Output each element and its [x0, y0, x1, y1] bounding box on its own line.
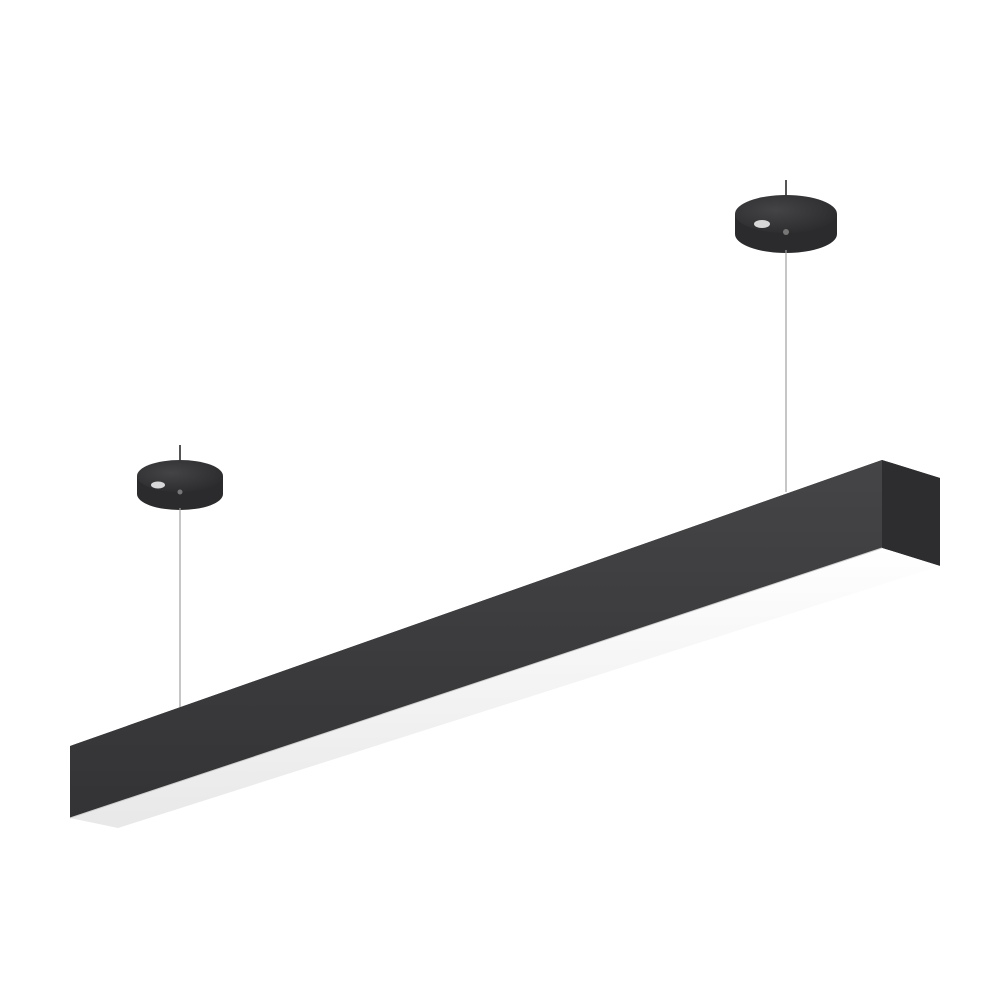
housing-end-cap: [882, 460, 940, 566]
canopy-screw-right: [783, 229, 789, 235]
canopy-hole-left: [151, 481, 165, 489]
canopy-top-left: [137, 460, 223, 492]
canopy-screw-left: [177, 489, 183, 495]
led-linear-housing: [69, 460, 940, 828]
housing-front-face: [70, 460, 882, 818]
ceiling-canopy-left: [137, 445, 223, 510]
canopy-top-right: [735, 195, 837, 233]
ceiling-canopy-right: [735, 180, 837, 253]
opal-diffuser: [70, 548, 940, 828]
diffuser-edge: [69, 547, 883, 819]
canopy-hole-right: [754, 220, 770, 228]
